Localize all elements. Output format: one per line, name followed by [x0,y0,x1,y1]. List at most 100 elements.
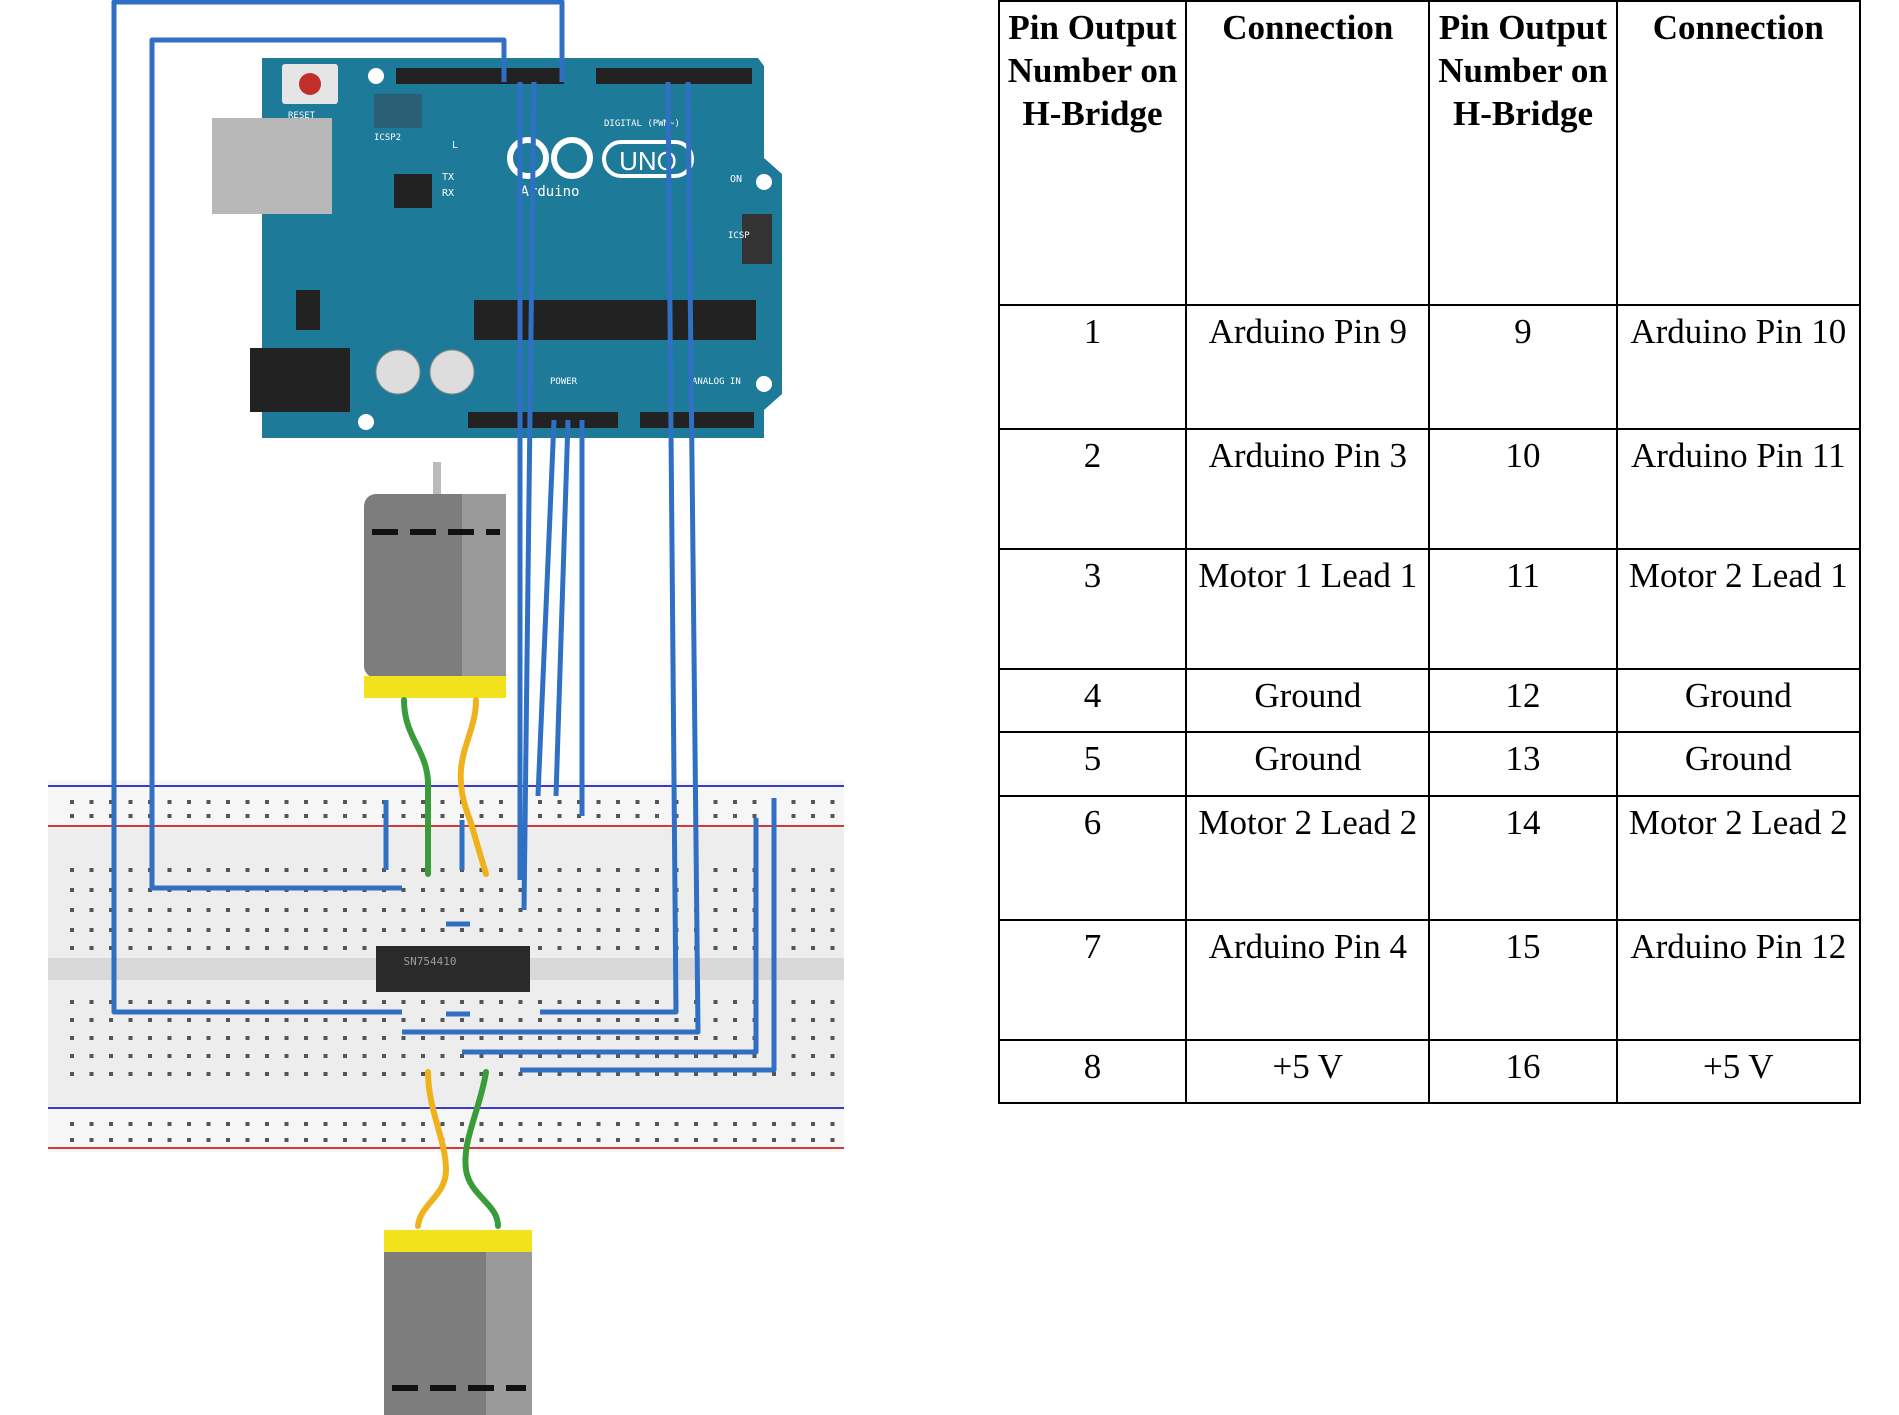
breadboard-hole [635,868,640,872]
breadboard-hole [401,908,406,912]
arduino-logo-icon [507,137,694,179]
motor-leads [401,697,501,1229]
breadboard-hole [713,888,718,892]
breadboard-hole [557,928,562,932]
breadboard-hole [752,1072,757,1076]
breadboard-hole [479,1054,484,1058]
breadboard-hole [752,1138,757,1142]
breadboard-hole [440,1000,445,1004]
breadboard-hole [616,1138,620,1142]
breadboard-hole [206,946,211,950]
breadboard-hole [655,1072,659,1076]
breadboard-hole [694,1036,698,1040]
breadboard-hole [421,928,425,932]
breadboard-hole [382,1072,386,1076]
breadboard-hole [265,1000,269,1004]
breadboard-hole [343,814,347,818]
breadboard-hole [109,1018,113,1022]
breadboard-hole [206,1072,211,1076]
breadboard-hole [382,1054,386,1058]
breadboard-hole [245,1018,250,1022]
breadboard-hole [245,800,250,804]
breadboard-hole [577,946,581,950]
table-cell: 13 [1428,731,1618,797]
breadboard-hole [674,1018,679,1022]
table-cell: Arduino Pin 4 [1185,919,1431,1041]
breadboard-hole [616,1018,620,1022]
table-cell: 1 [997,304,1188,430]
table-cell: Ground [1615,668,1862,733]
breadboard-hole [596,946,601,950]
breadboard-hole [830,928,835,932]
table-cell: 7 [997,919,1188,1041]
breadboard-hole [479,868,484,872]
breadboard-hole [557,800,562,804]
breadboard-hole [830,1000,835,1004]
breadboard-hole [538,928,542,932]
motor-1 [364,462,506,698]
header-pin-number: Pin Output Number on H-Bridge [997,0,1188,306]
breadboard-hole [655,868,659,872]
breadboard-hole [479,928,484,932]
breadboard-hole [265,1036,269,1040]
breadboard-hole [187,946,191,950]
breadboard-hole [811,1018,815,1022]
breadboard-hole [772,1138,776,1142]
breadboard-hole [655,814,659,818]
breadboard-hole [323,1036,328,1040]
breadboard-hole [440,1072,445,1076]
breadboard-hole [109,1054,113,1058]
breadboard-hole [109,1036,113,1040]
breadboard-hole [70,1000,74,1004]
breadboard-hole [382,1018,386,1022]
breadboard-hole [109,1138,113,1142]
breadboard-hole [304,908,308,912]
breadboard-hole [733,1018,737,1022]
breadboard-hole [791,888,796,892]
breadboard-hole [421,1122,425,1126]
breadboard-hole [401,888,406,892]
breadboard-hole [284,1000,289,1004]
breadboard-hole [206,908,211,912]
breadboard-hole [148,1138,152,1142]
breadboard-hole [733,814,737,818]
icsp2-label: ICSP2 [374,133,401,143]
breadboard-hole [109,928,113,932]
breadboard-hole [89,888,94,892]
breadboard-hole [557,814,562,818]
breadboard-hole [830,868,835,872]
breadboard-hole [343,928,347,932]
breadboard [48,780,844,1152]
table-cell: 11 [1428,548,1618,670]
breadboard-hole [811,928,815,932]
breadboard-hole [538,1036,542,1040]
breadboard-hole [362,946,367,950]
breadboard-hole [304,1036,308,1040]
breadboard-hole [538,946,542,950]
breadboard-hole [362,1054,367,1058]
breadboard-hole [382,1000,386,1004]
chip-label: SN754410 [404,955,457,968]
breadboard-hole [557,1000,562,1004]
breadboard-hole [226,1054,230,1058]
breadboard-hole [752,814,757,818]
table-cell: Ground [1185,668,1431,733]
breadboard-hole [323,1122,328,1126]
breadboard-hole [70,1072,74,1076]
table-cell: Arduino Pin 3 [1185,428,1431,550]
breadboard-hole [752,1122,757,1126]
breadboard-hole [538,908,542,912]
breadboard-hole [421,1000,425,1004]
breadboard-hole [655,1054,659,1058]
breadboard-hole [811,946,815,950]
breadboard-hole [245,1072,250,1076]
breadboard-hole [421,1138,425,1142]
breadboard-hole [811,1122,815,1126]
breadboard-hole [499,928,503,932]
breadboard-hole [265,946,269,950]
breadboard-hole [713,1138,718,1142]
breadboard-hole [557,1138,562,1142]
breadboard-hole [362,800,367,804]
breadboard-hole [323,1018,328,1022]
